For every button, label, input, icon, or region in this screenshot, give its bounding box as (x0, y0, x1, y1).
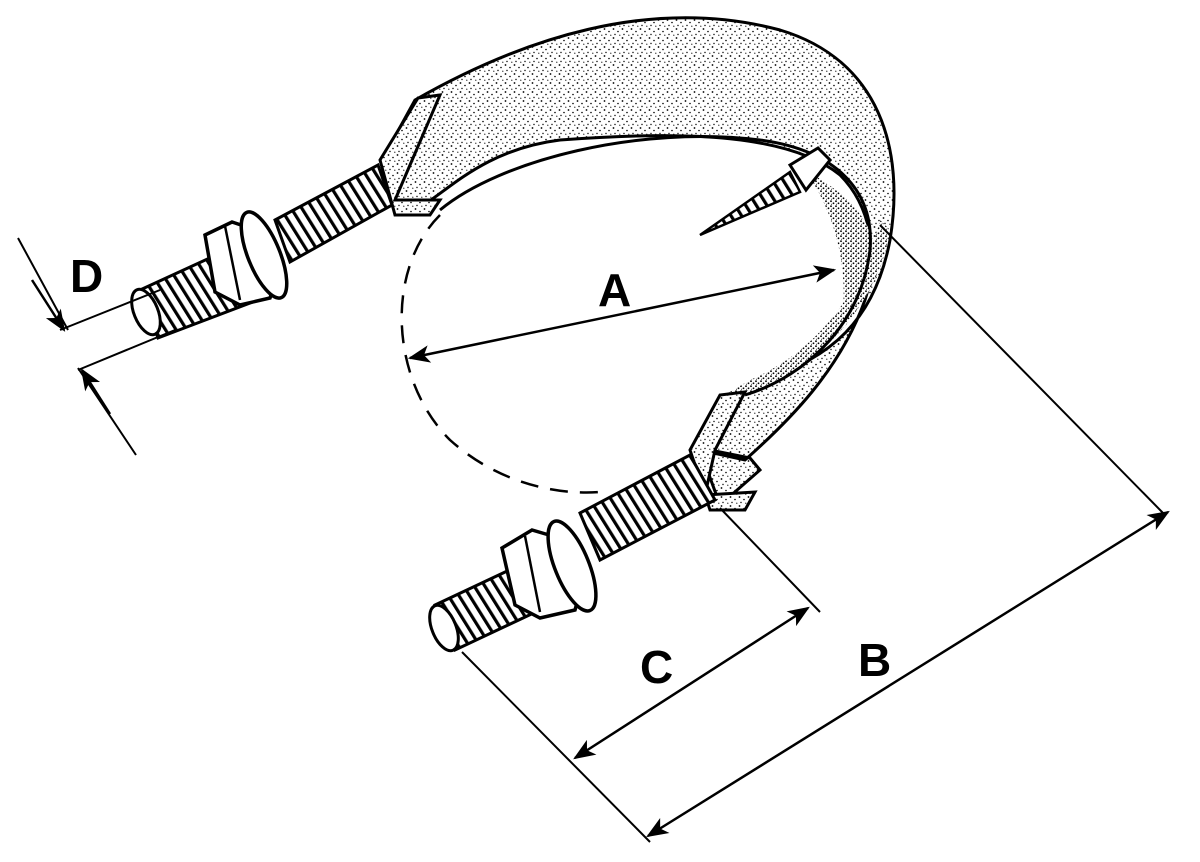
dimension-c: C (573, 507, 821, 760)
dimension-label-d: D (70, 250, 103, 302)
u-strap (378, 16, 896, 512)
dimension-b: B (461, 224, 1170, 843)
dimension-label-c: C (640, 641, 673, 693)
upper-hex-nut (203, 210, 289, 307)
wood-screw (699, 146, 833, 237)
dimension-label-a: A (598, 264, 631, 316)
dimension-label-b: B (858, 634, 891, 686)
lower-hex-nut (500, 519, 598, 620)
dimension-a: A (407, 264, 837, 363)
dimension-d: D (17, 237, 176, 456)
